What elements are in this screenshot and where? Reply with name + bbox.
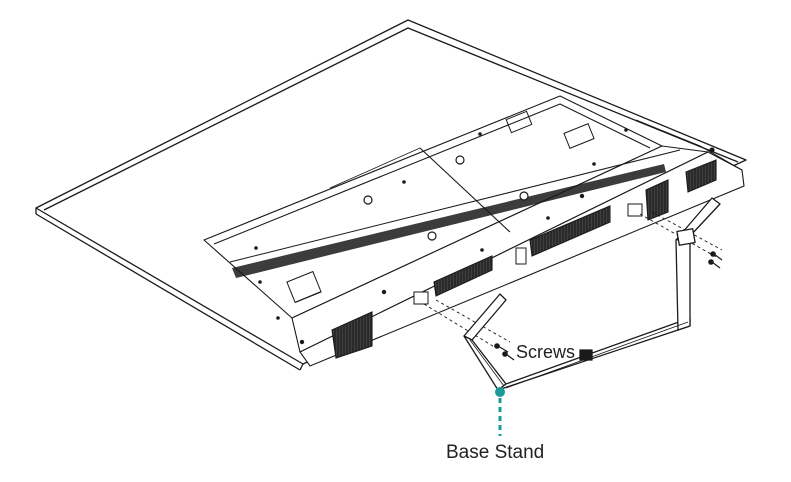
screw-right-1 [710, 251, 723, 261]
stand-brackets [413, 203, 643, 305]
speaker-vent-center [529, 205, 611, 257]
screw-right-2 [708, 259, 721, 269]
small-screws [254, 128, 715, 345]
base-stand-callout [495, 387, 505, 436]
screws-label: Screws [516, 342, 576, 362]
vesa-hole-2 [363, 195, 373, 205]
vesa-hole-3 [519, 191, 529, 201]
bracket-left [413, 291, 429, 305]
speaker-vent-left [331, 311, 373, 359]
base-stand [463, 197, 721, 391]
speaker-vent-mid [433, 255, 493, 297]
mounting-holes [363, 155, 529, 241]
cover-details [286, 110, 595, 304]
speaker-vent-far-right [685, 159, 717, 193]
base-stand-label: Base Stand [446, 442, 545, 463]
speaker-vent-right [645, 179, 669, 221]
vesa-hole-1 [455, 155, 465, 165]
screws [494, 251, 723, 361]
bracket-right [627, 203, 643, 217]
vesa-hole-4 [427, 231, 437, 241]
screw-left-2 [502, 351, 515, 361]
screw-left-1 [494, 343, 509, 353]
cover-ridge [229, 119, 743, 278]
